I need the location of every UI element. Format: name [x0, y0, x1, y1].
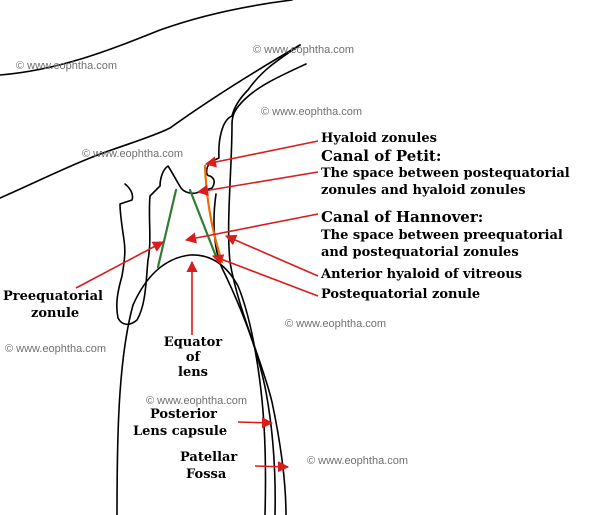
arrow-anterior-hyaloid [224, 234, 319, 277]
cornea-outer-curve [0, 0, 293, 76]
label-equator-2: of [185, 349, 201, 365]
watermark: © www.eophtha.com [5, 343, 107, 355]
arrow-patellar-fossa [254, 461, 290, 473]
watermark: © www.eophtha.com [146, 395, 248, 407]
arrow-canal-of-hannover [184, 213, 319, 244]
ciliary-process [115, 115, 233, 326]
label-canal-of-hannover-desc-2: and postequatorial zonules [321, 245, 519, 260]
label-preequatorial-zonule-1: Preequatorial [3, 289, 103, 304]
lens-outline [116, 254, 267, 515]
preequatorial-zonule-fibre [156, 188, 178, 269]
label-canal-of-petit: Canal of Petit: [321, 147, 442, 165]
equator-label-group: Equator of lens [158, 335, 228, 381]
label-anterior-hyaloid: Anterior hyaloid of vitreous [321, 267, 523, 282]
postequatorial-zonule-fibre [188, 188, 219, 261]
arrow-postequatorial-zonule [211, 254, 319, 297]
arrow-preequatorial-zonule [75, 241, 164, 289]
label-equator-1: Equator [163, 335, 223, 350]
label-posterior-capsule-2: Lens capsule [133, 424, 228, 439]
label-posterior-capsule-1: Posterior [150, 407, 217, 422]
watermark: © www.eophtha.com [16, 60, 118, 72]
label-equator-3: lens [178, 364, 208, 380]
watermark: © www.eophtha.com [261, 106, 363, 118]
watermark: © www.eophtha.com [253, 44, 355, 56]
watermark: © www.eophtha.com [307, 455, 409, 467]
label-canal-of-hannover: Canal of Hannover: [321, 208, 484, 226]
label-canal-of-hannover-desc-1: The space between preequatorial [321, 228, 563, 243]
label-postequatorial-zonule: Postequatorial zonule [321, 287, 481, 302]
label-canal-of-petit-desc-1: The space between postequatorial [321, 166, 570, 181]
arrow-canal-of-petit [196, 171, 319, 196]
label-hyaloid-zonules: Hyaloid zonules [321, 131, 437, 146]
iris-ciliary-upper-outline [0, 44, 301, 199]
label-patellar-fossa-2: Fossa [186, 467, 227, 482]
anterior-hyaloid-line [203, 164, 224, 264]
arrow-posterior-lens-capsule [237, 417, 274, 429]
watermark: © www.eophtha.com [82, 148, 184, 160]
label-canal-of-petit-desc-2: zonules and hyaloid zonules [321, 183, 526, 198]
label-patellar-fossa-1: Patellar [180, 450, 238, 465]
watermark: © www.eophtha.com [285, 318, 387, 330]
sclera-inner-line [231, 63, 307, 125]
label-preequatorial-zonule-2: zonule [31, 306, 80, 321]
sclera-outer-line [231, 44, 301, 117]
arrow-hyaloid-zonules [204, 140, 319, 168]
